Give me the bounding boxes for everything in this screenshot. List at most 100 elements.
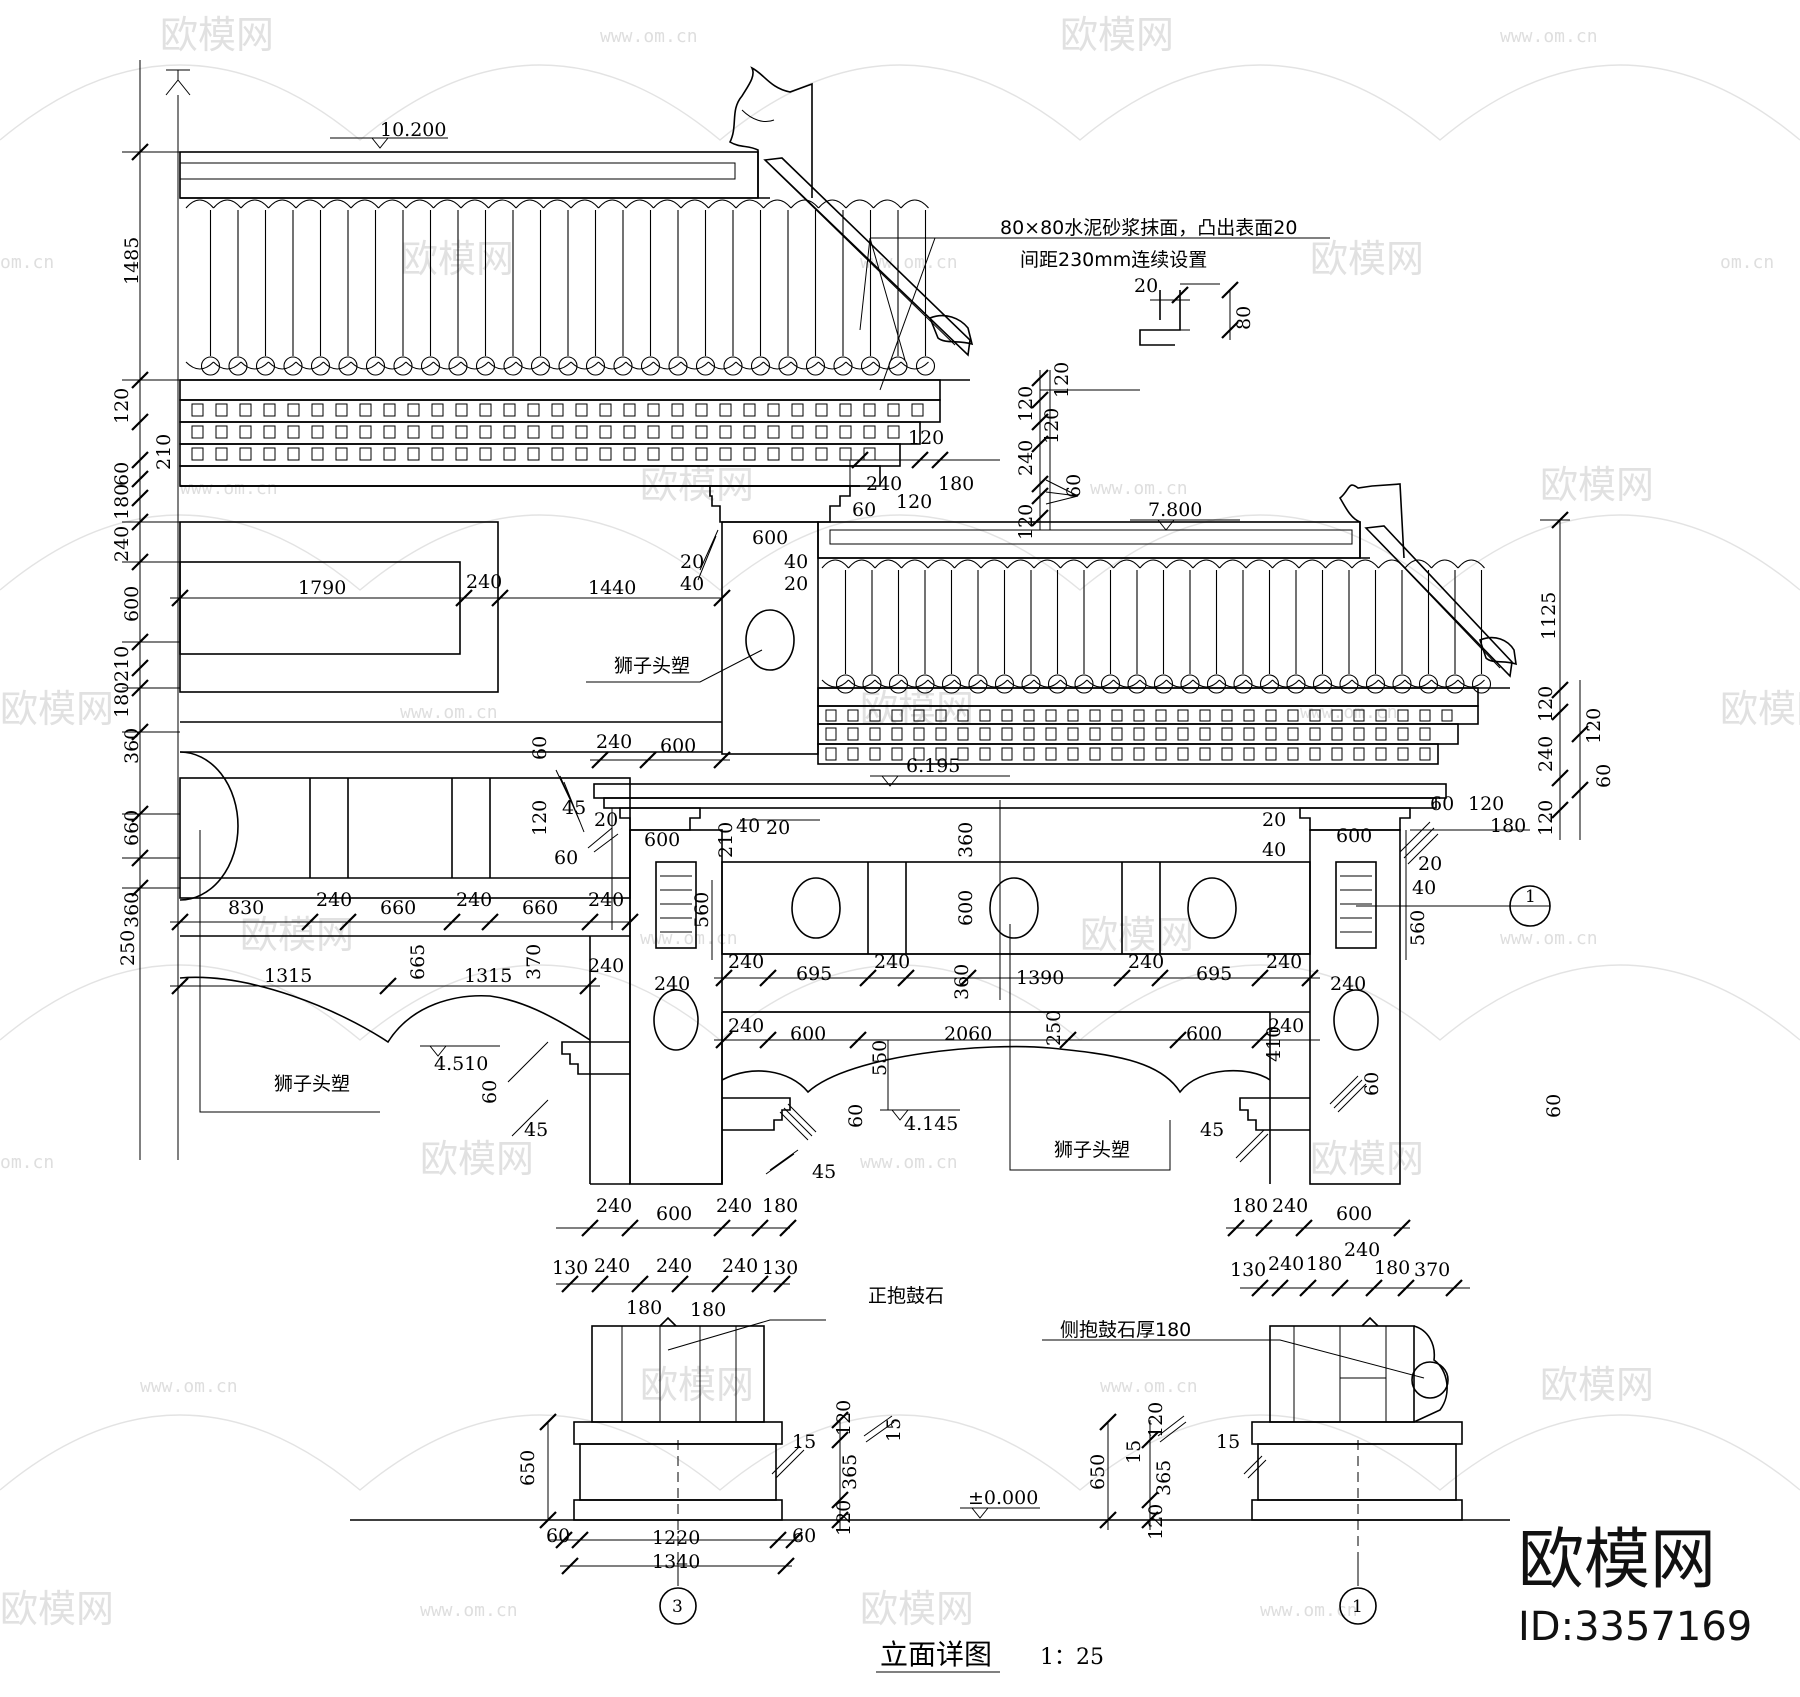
dentil: [1287, 747, 1299, 761]
lower-roof: 7.800 6.195 1125 120 120: [817, 483, 1615, 840]
roof-tile: [927, 559, 955, 688]
dentil: [911, 403, 924, 417]
dim-label: 830: [228, 897, 264, 919]
angle-annotations: 60 45 60 45 60 45 60 45: [479, 797, 1565, 1183]
dim-label: 240: [1015, 440, 1037, 476]
dim-label: 60: [845, 1104, 867, 1128]
dentil: [887, 403, 900, 417]
dim-label: 250: [1043, 1010, 1065, 1046]
dentil: [957, 709, 969, 722]
dentil: [1243, 727, 1255, 741]
dentil: [1067, 709, 1079, 722]
dim-label: 695: [1196, 963, 1232, 985]
dentil: [1089, 727, 1101, 741]
dentil: [1419, 709, 1431, 722]
tile-end: [860, 356, 881, 376]
dentil: [383, 425, 396, 439]
roof-tile: [543, 199, 572, 370]
dentil: [503, 425, 516, 439]
roof-tile: [1139, 559, 1167, 688]
dentil: [359, 425, 372, 439]
drawing-scale: 1：25: [1040, 1645, 1104, 1670]
dentil: [825, 747, 837, 761]
dim-label: 240: [866, 473, 902, 495]
watermark: 欧模网: [1310, 1137, 1424, 1181]
dim-label: 20: [1134, 275, 1158, 297]
roof-tile: [1086, 559, 1114, 688]
dentil: [869, 709, 881, 722]
roof-tile: [350, 199, 379, 370]
roof-tile: [1033, 559, 1061, 688]
dim-label: 45: [1200, 1119, 1224, 1141]
side-drum-stone-label: 侧抱鼓石厚180: [1060, 1319, 1191, 1341]
dim-label: 45: [812, 1161, 836, 1183]
watermark: 欧模网: [420, 1137, 534, 1181]
dim-label: 1315: [464, 965, 512, 987]
dentil: [407, 425, 420, 439]
tile-end: [1286, 674, 1306, 694]
watermark-url: www.om.cn: [1300, 702, 1398, 723]
tile-end: [1047, 674, 1068, 694]
dentil: [1133, 709, 1145, 722]
dentil: [1397, 727, 1409, 741]
dim-label: 240: [1266, 951, 1302, 973]
dim-label: 240: [1272, 1195, 1308, 1217]
dentil: [479, 403, 492, 417]
dim-label: 180: [1306, 1253, 1342, 1275]
dentil: [215, 425, 228, 439]
dentil: [1067, 727, 1079, 741]
dentil: [263, 425, 276, 439]
watermark: 欧模网: [0, 1587, 114, 1631]
dentil: [623, 447, 636, 461]
dim-label: 120: [833, 1500, 855, 1536]
roof-tile: [900, 199, 929, 370]
roof-tile: [708, 199, 737, 370]
dentil: [1023, 747, 1035, 761]
dentil: [1243, 709, 1255, 722]
dim-label: 240: [716, 1195, 752, 1217]
upper-wall-panels: 狮子头塑 1790 240 1440 20 40 40 20 600 240 6…: [170, 485, 860, 769]
dentil: [695, 425, 708, 439]
section-marker: 1: [1525, 887, 1536, 907]
dentil: [887, 425, 900, 439]
elevation-label: 6.195: [906, 755, 960, 777]
tile-end: [941, 674, 962, 694]
dentil: [551, 403, 564, 417]
dim-label: 370: [523, 944, 545, 980]
dentil: [913, 747, 925, 761]
dentil: [1353, 747, 1365, 761]
roof-tile: [1404, 559, 1432, 688]
right-drum-stone-pier: 侧抱鼓石厚180 650 15 365 120 120 15 1: [1042, 1316, 1463, 1625]
dim-label: 40: [1262, 839, 1286, 861]
roof-tile: [980, 559, 1008, 688]
elevation-label: 10.200: [380, 119, 446, 141]
roof-tile: [874, 559, 902, 688]
watermark: 欧模网: [1310, 237, 1424, 281]
dim-label: 180: [626, 1297, 662, 1319]
base-dimensions: 240 600 240 180 180 240 600 130 240 240 …: [552, 1195, 1470, 1321]
dim-label: 240: [588, 889, 624, 911]
drawing-title: 立面详图 1：25: [876, 1638, 1104, 1673]
tile-end: [668, 356, 688, 376]
roof-tile: [1351, 559, 1379, 688]
dentil: [913, 727, 925, 741]
dentil: [335, 403, 348, 417]
dentil: [1331, 727, 1343, 741]
dim-label: 120: [896, 491, 932, 513]
right-column-dimensions: 20 40 600 60 120 180 20 40 560 1: [1262, 793, 1551, 960]
dentil: [1023, 727, 1035, 741]
dim-label: 15: [1216, 1431, 1240, 1453]
dim-label: 120: [1051, 362, 1073, 398]
dentil: [335, 425, 348, 439]
dentil: [891, 727, 903, 741]
dentil: [935, 747, 947, 761]
watermark-url: www.om.cn: [640, 928, 738, 949]
watermark: 欧模网: [1060, 13, 1174, 57]
tile-end: [1418, 674, 1439, 694]
dentil: [1309, 727, 1321, 741]
dentil: [551, 447, 564, 461]
dim-label: 60: [111, 462, 133, 486]
dentil: [791, 403, 804, 417]
dentil: [1111, 747, 1123, 761]
dim-label: 120: [111, 388, 133, 424]
